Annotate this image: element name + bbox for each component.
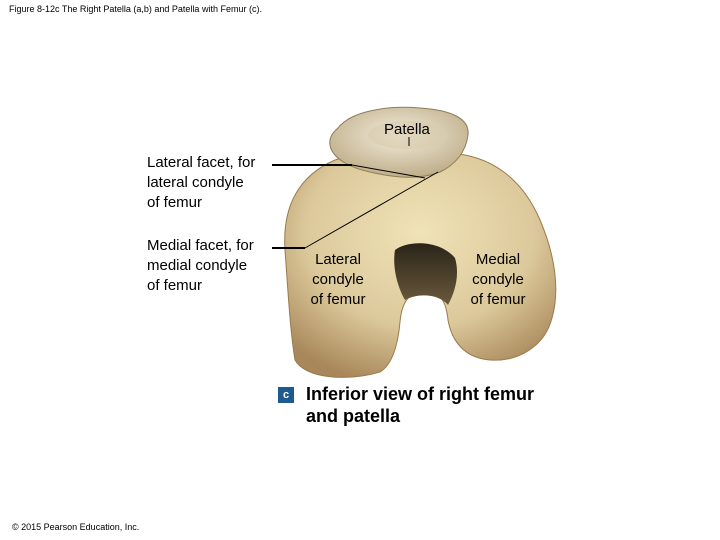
label-lateral-condyle: Lateral condyle of femur [298,250,378,310]
view-caption: Inferior view of right femur and patella [306,383,534,427]
label-line: of femur [147,277,203,294]
label-line: condyle [472,271,524,288]
label-line: of femur [147,194,203,211]
label-patella: Patella [384,120,430,140]
label-line: Lateral [315,251,361,268]
label-lateral-facet: Lateral facet, for lateral condyle of fe… [147,153,255,213]
caption-line: Inferior view of right femur [306,384,535,404]
label-line: of femur [470,291,526,308]
label-line: lateral condyle [147,174,244,191]
caption-line: and patella [306,406,401,426]
label-line: of femur [310,291,366,308]
label-medial-condyle: Medial condyle of femur [458,250,538,310]
intercondylar-notch [394,243,458,305]
figure-title: Figure 8-12c The Right Patella (a,b) and… [9,4,262,14]
label-line: Medial [475,251,521,268]
label-line: Lateral facet, for [147,154,256,171]
leader-lateral-facet-ext [351,164,426,179]
label-patella-text: Patella [384,121,430,138]
label-line: condyle [312,271,364,288]
copyright-notice: © 2015 Pearson Education, Inc. [12,522,140,532]
label-line: Medial facet, for [147,237,254,254]
leader-medial-facet-ext [304,171,439,249]
label-medial-facet: Medial facet, for medial condyle of femu… [147,236,254,296]
label-line: medial condyle [147,257,248,274]
view-letter-badge: c [278,387,294,403]
